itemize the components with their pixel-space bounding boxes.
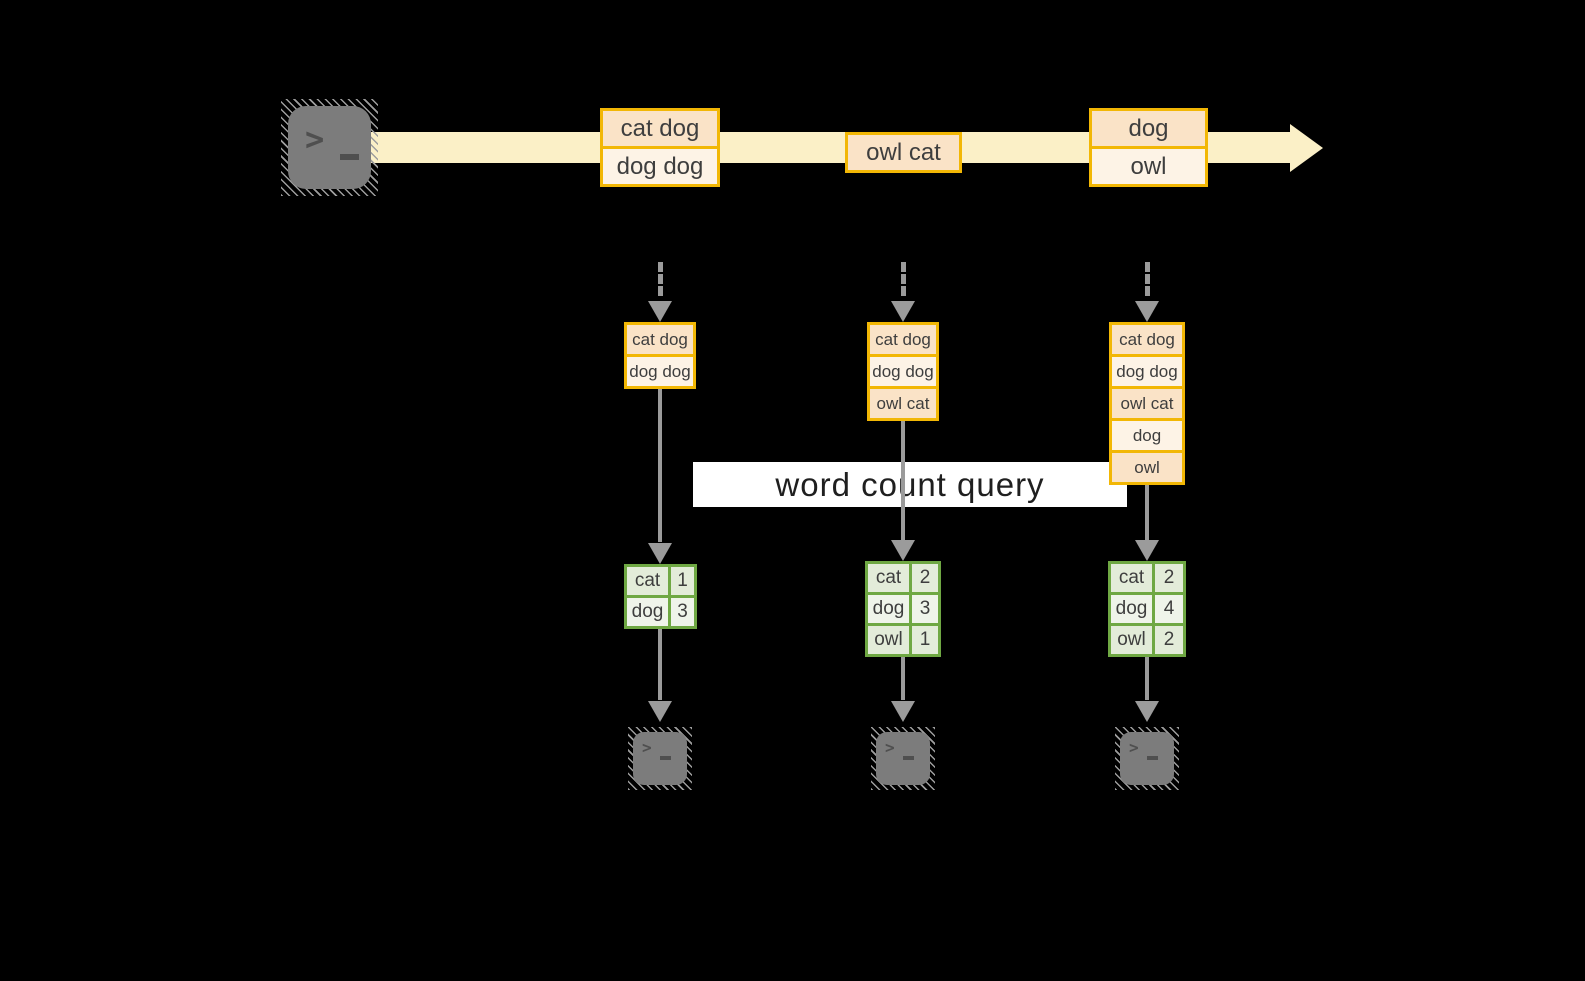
- stream-event-row: cat dog: [603, 111, 717, 146]
- word-count-table-1: cat 1 dog 3: [624, 564, 697, 629]
- count-cell: 3: [677, 601, 688, 622]
- stream-event-row: dog dog: [603, 146, 717, 184]
- query-label: word count query: [693, 462, 1127, 507]
- connector-line: [901, 421, 905, 540]
- source-terminal-icon: >: [281, 99, 378, 196]
- stream-event-box-1: cat dog dog dog: [600, 108, 720, 187]
- word-count-table-3: cat 2 dog 4 owl 2: [1108, 561, 1186, 657]
- word-cell: cat: [1111, 564, 1155, 592]
- ingest-arrow-2: [901, 262, 906, 296]
- terminal-prompt-icon: >: [885, 738, 895, 757]
- word-cell: dog: [868, 595, 912, 623]
- buffer-row: owl: [1112, 450, 1182, 482]
- table-row: dog 4: [1111, 592, 1183, 623]
- event-buffer-stack-1: cat dog dog dog: [624, 322, 696, 389]
- terminal-body: >: [288, 106, 371, 189]
- ingest-arrow-3: [1145, 262, 1150, 296]
- word-cell: owl: [1111, 626, 1155, 654]
- stream-event-row: owl cat: [848, 135, 959, 170]
- terminal-prompt-icon: >: [1129, 738, 1139, 757]
- stream-event-row: owl: [1092, 146, 1205, 184]
- table-row: cat 1: [627, 567, 694, 595]
- word-count-table-2: cat 2 dog 3 owl 1: [865, 561, 941, 657]
- word-cell: cat: [627, 567, 671, 595]
- terminal-body: >: [876, 732, 930, 785]
- ingest-arrow-1: [658, 262, 663, 296]
- table-row: cat 2: [868, 564, 938, 592]
- arrowhead-down-icon: [648, 701, 672, 722]
- terminal-prompt-icon: >: [642, 738, 652, 757]
- arrowhead-down-icon: [648, 301, 672, 322]
- buffer-row: owl cat: [870, 386, 936, 418]
- terminal-cursor-icon: [340, 154, 359, 160]
- buffer-row: owl cat: [1112, 386, 1182, 418]
- connector-line: [658, 389, 662, 542]
- count-cell: 4: [1163, 598, 1175, 619]
- table-row: owl 1: [868, 623, 938, 654]
- stream-event-box-3: dog owl: [1089, 108, 1208, 187]
- event-buffer-stack-3: cat dog dog dog owl cat dog owl: [1109, 322, 1185, 485]
- word-cell: dog: [627, 598, 671, 626]
- count-cell: 1: [677, 570, 688, 591]
- table-row: dog 3: [627, 595, 694, 626]
- arrowhead-down-icon: [891, 540, 915, 561]
- arrowhead-down-icon: [1135, 701, 1159, 722]
- terminal-prompt-icon: >: [305, 120, 325, 158]
- arrowhead-down-icon: [648, 543, 672, 564]
- arrowhead-down-icon: [1135, 301, 1159, 322]
- connector-line: [658, 629, 662, 700]
- buffer-row: dog dog: [870, 354, 936, 386]
- terminal-body: >: [633, 732, 687, 785]
- buffer-row: cat dog: [1112, 325, 1182, 354]
- sink-terminal-icon-2: >: [871, 727, 935, 790]
- buffer-row: dog dog: [1112, 354, 1182, 386]
- word-cell: cat: [868, 564, 912, 592]
- count-cell: 1: [919, 629, 931, 650]
- buffer-row: cat dog: [870, 325, 936, 354]
- count-cell: 2: [1163, 567, 1175, 588]
- terminal-body: >: [1120, 732, 1174, 785]
- arrowhead-down-icon: [1135, 540, 1159, 561]
- stream-event-box-2: owl cat: [845, 132, 962, 173]
- table-row: dog 3: [868, 592, 938, 623]
- count-cell: 2: [1163, 629, 1175, 650]
- buffer-row: cat dog: [627, 325, 693, 354]
- arrowhead-down-icon: [891, 301, 915, 322]
- sink-terminal-icon-1: >: [628, 727, 692, 790]
- event-buffer-stack-2: cat dog dog dog owl cat: [867, 322, 939, 421]
- connector-line: [1145, 485, 1149, 540]
- table-row: cat 2: [1111, 564, 1183, 592]
- connector-line: [1145, 657, 1149, 700]
- word-cell: dog: [1111, 595, 1155, 623]
- stream-event-row: dog: [1092, 111, 1205, 146]
- stream-arrowhead-icon: [1290, 124, 1323, 172]
- table-row: owl 2: [1111, 623, 1183, 654]
- word-cell: owl: [868, 626, 912, 654]
- connector-line: [901, 657, 905, 700]
- sink-terminal-icon-3: >: [1115, 727, 1179, 790]
- buffer-row: dog dog: [627, 354, 693, 386]
- buffer-row: dog: [1112, 418, 1182, 450]
- count-cell: 3: [919, 598, 931, 619]
- arrowhead-down-icon: [891, 701, 915, 722]
- terminal-cursor-icon: [660, 756, 671, 760]
- terminal-cursor-icon: [1147, 756, 1158, 760]
- count-cell: 2: [919, 567, 931, 588]
- terminal-cursor-icon: [903, 756, 914, 760]
